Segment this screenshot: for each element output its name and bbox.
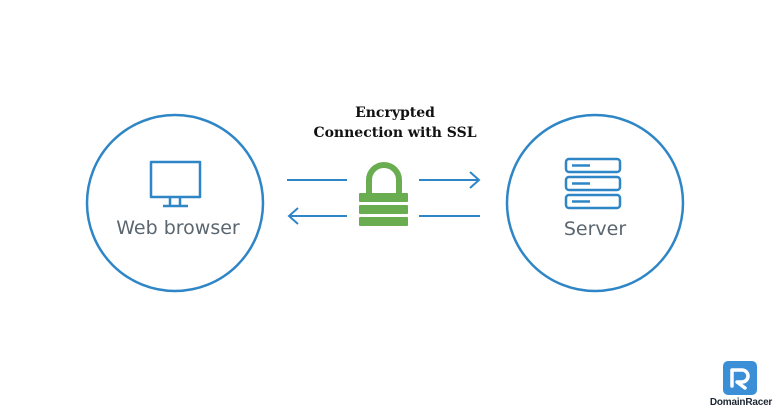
- arrow-to-server: [287, 171, 481, 189]
- diagram-title: Encrypted Connection with SSL: [300, 103, 490, 143]
- monitor-icon: [149, 160, 202, 208]
- title-line-2: Connection with SSL: [313, 125, 477, 141]
- server-icon: [564, 157, 622, 210]
- browser-node-circle: [85, 113, 265, 293]
- domainracer-logo-icon: [723, 361, 757, 395]
- browser-label: Web browser: [116, 217, 240, 239]
- server-node-circle: [505, 113, 685, 293]
- domainracer-logo: DomainRacer: [707, 361, 775, 413]
- title-line-1: Encrypted: [355, 105, 435, 121]
- logo-brand-text: DomainRacer: [709, 397, 773, 408]
- arrow-to-browser: [287, 207, 480, 225]
- server-label: Server: [563, 218, 627, 240]
- padlock-icon: [359, 162, 408, 226]
